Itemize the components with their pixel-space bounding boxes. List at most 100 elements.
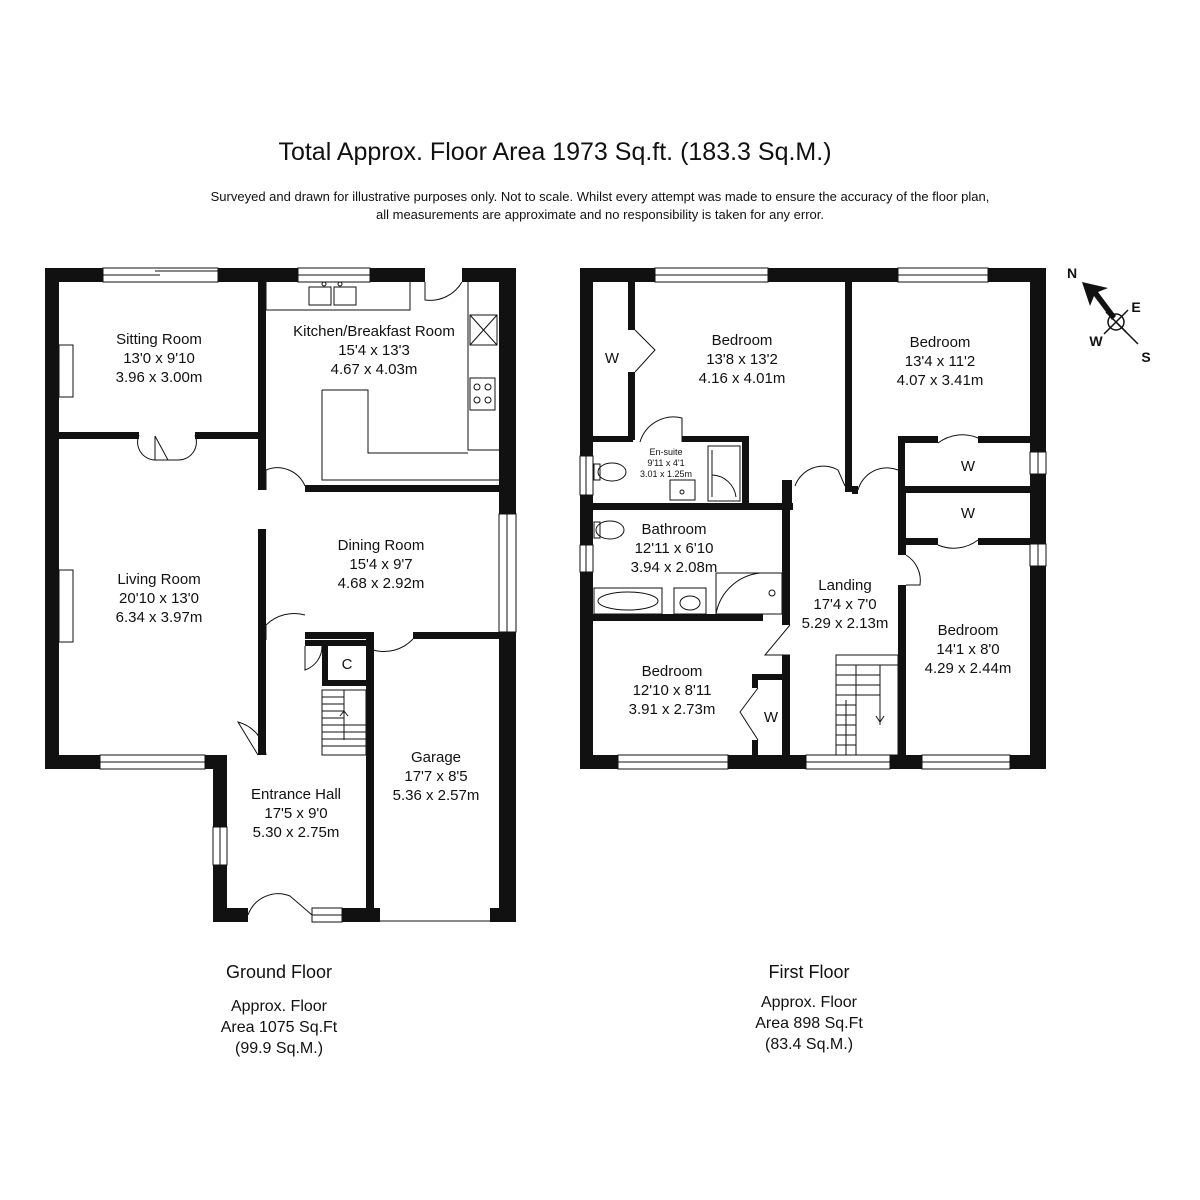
room-size-imperial: 12'10 x 8'11 [633,682,712,699]
door-swing [639,416,683,443]
tap [337,281,343,287]
wall [978,538,1030,545]
wall [898,490,906,555]
room-bathroom: Bathroom 12'11 x 6'10 3.94 x 2.08m [631,521,718,576]
door-swing [424,281,463,301]
wall [213,908,248,922]
door-swing [265,467,306,490]
wall [370,268,425,282]
worktop [467,282,499,451]
wall [628,372,635,440]
room-name: Bedroom [910,334,971,351]
compass-w: W [1089,333,1103,349]
basin [679,595,701,611]
door-swing [739,687,759,741]
room-size-imperial: 20'10 x 13'0 [119,590,199,607]
room-size-metric: 4.07 x 3.41m [897,372,984,389]
wardrobe-label: W [764,709,779,726]
first-floor-label: First Floor [768,962,850,982]
wall [898,538,938,545]
room-name: Living Room [117,571,200,588]
wall [682,436,748,442]
door-swing [304,645,323,671]
room-size-imperial: 15'4 x 9'7 [349,556,412,573]
wall [580,495,593,545]
wall [258,640,266,755]
room-bedroom-3: Bedroom 14'1 x 8'0 4.29 x 2.44m [925,622,1012,677]
room-size-imperial: 13'0 x 9'10 [123,350,195,367]
room-name: Bathroom [641,521,706,538]
room-size-imperial: 17'5 x 9'0 [264,805,327,822]
wall [898,585,906,755]
room-dining: Dining Room 15'4 x 9'7 4.68 x 2.92m [338,537,425,592]
room-name: Garage [411,749,461,766]
room-size-metric: 6.34 x 3.97m [116,609,203,626]
wardrobe-label: W [961,505,976,522]
wall [213,865,227,922]
room-name: Dining Room [338,537,425,554]
room-name: Landing [818,577,871,594]
wall [728,755,806,769]
area-line: Area 898 Sq.Ft [755,1015,863,1032]
appliance [469,314,498,346]
wall [978,436,1030,443]
room-bedroom-2: Bedroom 13'4 x 11'2 4.07 x 3.41m [897,334,984,389]
wall [366,632,374,922]
door-swing [634,329,656,373]
tap [321,281,327,287]
shower [707,445,741,502]
room-ensuite: En-suite 9'11 x 4'1 3.01 x 1.25m [640,447,692,479]
room-size-metric: 4.29 x 2.44m [925,660,1012,677]
room-name: En-suite [649,447,682,457]
wall [1010,755,1046,769]
wardrobe-label: W [605,350,620,367]
door-swing [137,434,156,461]
basin [679,489,685,495]
wall [628,282,635,330]
ground-floor-area: Approx. Floor Area 1075 Sq.Ft (99.9 Sq.M… [179,996,379,1059]
room-cupboard: C [342,656,353,673]
fireplace [58,569,74,643]
shower [711,450,737,498]
room-size-metric: 3.91 x 2.73m [629,701,716,718]
room-kitchen: Kitchen/Breakfast Room 15'4 x 13'3 4.67 … [293,323,455,378]
door-swing [247,893,313,916]
wall [752,674,758,688]
wall [593,436,633,442]
compass-arrow-icon [1082,282,1116,320]
wardrobe-label: W [961,458,976,475]
hob [484,383,492,391]
toilet [595,520,625,540]
wall [499,268,516,514]
door-swing [905,554,921,586]
door-swing [937,539,979,549]
wall [898,436,905,494]
door-swing [236,721,267,756]
disclaimer: Surveyed and drawn for illustrative purp… [0,188,1200,224]
wall [898,436,938,443]
door-swing [155,434,197,461]
wall [499,632,516,922]
room-size-imperial: 17'4 x 7'0 [813,596,876,613]
wall [580,755,618,769]
room-size-metric: 4.16 x 4.01m [699,370,786,387]
wall [305,632,373,639]
ground-floor-label: Ground Floor [225,962,333,982]
room-size-imperial: 12'11 x 6'10 [635,540,714,557]
room-size-metric: 3.94 x 2.08m [631,559,718,576]
basin [673,587,707,615]
wall [305,485,499,492]
hob [484,396,492,404]
compass-n: N [1067,265,1077,281]
hob [469,377,496,411]
wall [322,680,366,686]
wall [782,655,790,755]
room-size-metric: 3.01 x 1.25m [640,469,692,479]
wall [258,282,266,490]
room-size-metric: 3.96 x 3.00m [116,369,203,386]
room-size-imperial: 13'8 x 13'2 [706,351,778,368]
wall [218,268,298,282]
room-name: Kitchen/Breakfast Room [293,323,455,340]
room-size-metric: 5.29 x 2.13m [802,615,889,632]
